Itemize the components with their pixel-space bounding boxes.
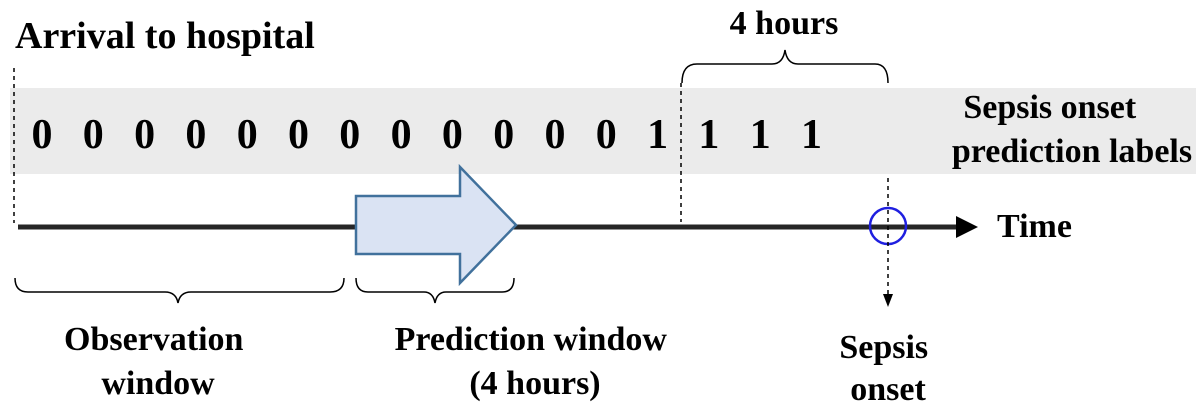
prediction-label-13: 1 [698, 112, 719, 158]
arrival-to-hospital-label: Arrival to hospital [15, 15, 315, 57]
prediction-label-14: 1 [750, 112, 771, 158]
prediction-window-arrow [354, 163, 518, 287]
labels-band [10, 88, 1196, 174]
observation-window-line-2: window [101, 365, 215, 402]
observation-window-label: Observation window [64, 321, 252, 402]
prediction-label-3: 0 [185, 112, 206, 158]
observation-window-brace [14, 277, 345, 304]
prediction-label-4: 0 [237, 112, 258, 158]
prediction-label-1: 0 [83, 112, 104, 158]
prediction-label-11: 0 [596, 112, 617, 158]
labels-caption-line-2: prediction labels [952, 133, 1192, 170]
four-hours-label: 4 hours [730, 5, 839, 42]
four-hours-bracket [681, 49, 889, 84]
prediction-label-8: 0 [442, 112, 463, 158]
prediction-window-line-1: Prediction window [395, 321, 668, 358]
prediction-label-2: 0 [134, 112, 155, 158]
time-label: Time [997, 208, 1072, 245]
prediction-label-9: 0 [493, 112, 514, 158]
sepsis-onset-line-1: Sepsis [839, 329, 928, 366]
prediction-label-6: 0 [339, 112, 360, 158]
sepsis-onset-label: Sepsis onset [839, 329, 936, 408]
sepsis-onset-arrowhead [883, 294, 893, 307]
labels-caption: Sepsis onset prediction labels [952, 89, 1192, 170]
prediction-label-10: 0 [545, 112, 566, 158]
prediction-window-brace [355, 277, 515, 304]
labels-caption-line-1: Sepsis onset [963, 89, 1137, 126]
prediction-label-7: 0 [391, 112, 412, 158]
prediction-label-12: 1 [647, 112, 668, 158]
observation-window-line-1: Observation [64, 321, 244, 358]
sepsis-onset-line-2: onset [850, 371, 926, 408]
time-axis-arrowhead [956, 216, 978, 238]
prediction-label-0: 0 [32, 112, 53, 158]
prediction-window-line-2: (4 hours) [469, 365, 600, 402]
prediction-label-5: 0 [288, 112, 309, 158]
prediction-label-15: 1 [801, 112, 822, 158]
prediction-window-label: Prediction window (4 hours) [395, 321, 676, 402]
